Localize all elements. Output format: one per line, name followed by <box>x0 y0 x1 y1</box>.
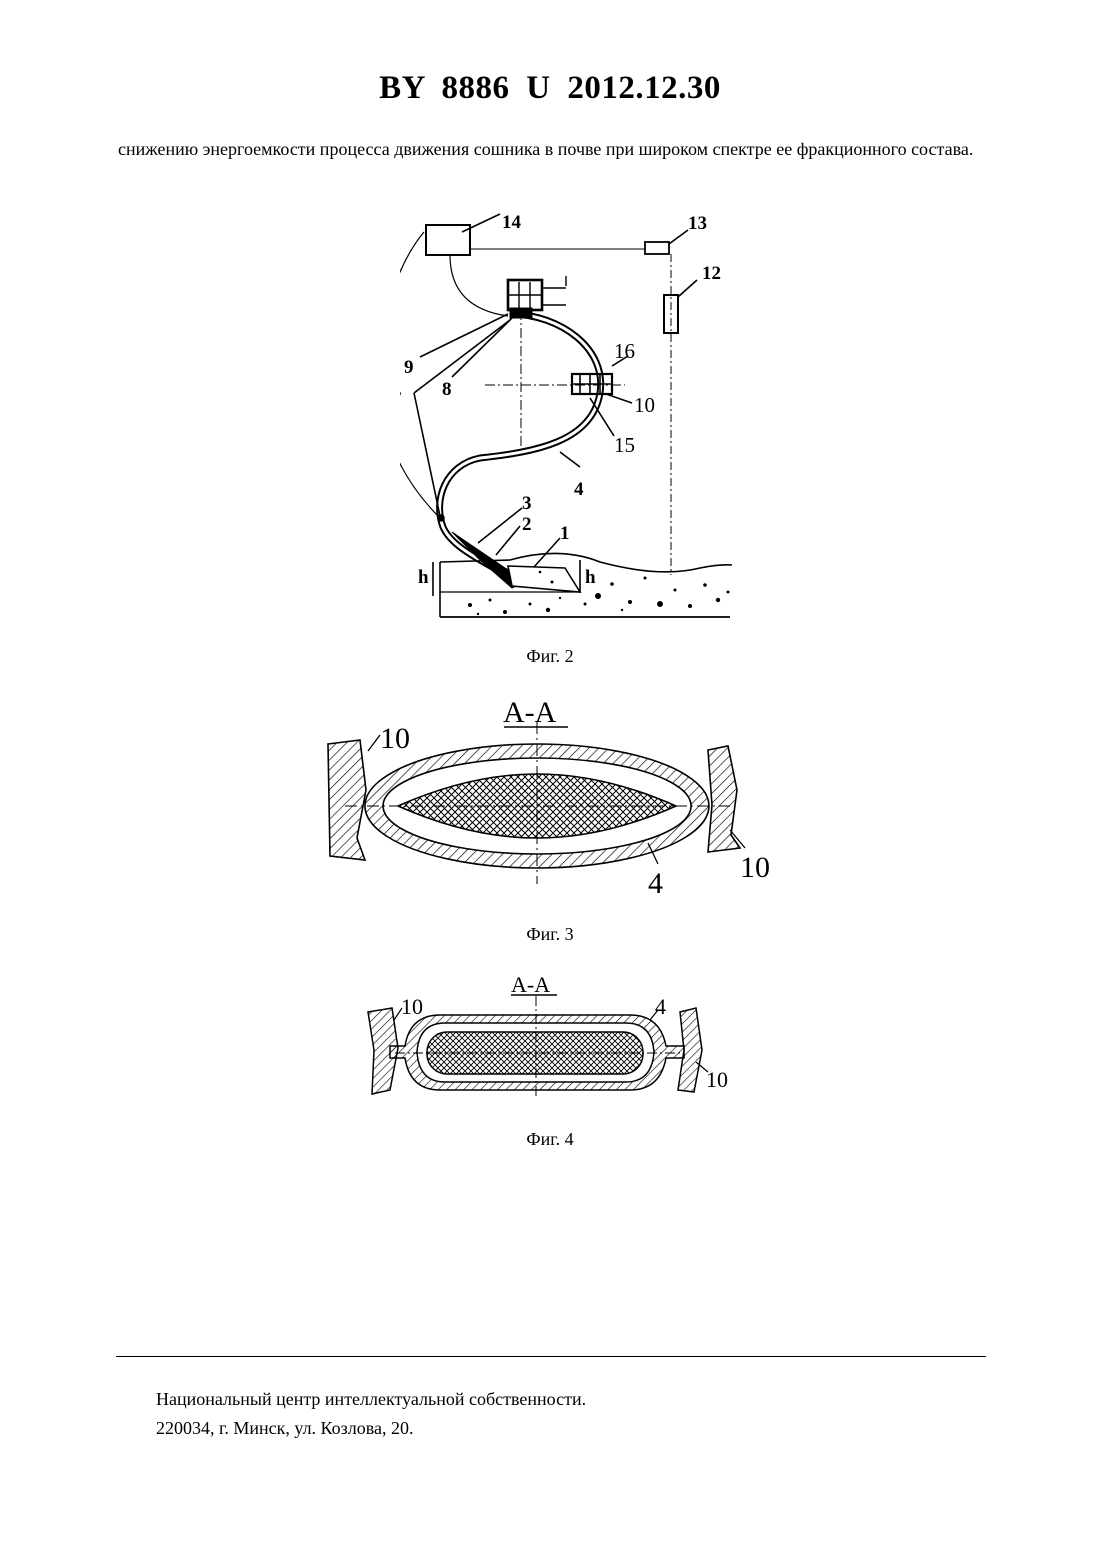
label-4: 4 <box>574 479 584 500</box>
label-8: 8 <box>442 379 452 400</box>
label-10-left: 10 <box>401 994 423 1019</box>
label-10-left: 10 <box>380 722 410 755</box>
label-1: 1 <box>560 523 570 544</box>
label-4: 4 <box>648 867 663 900</box>
footer-address: 220034, г. Минск, ул. Козлова, 20. <box>156 1414 586 1443</box>
section-label-fig3: А-А <box>503 696 557 729</box>
label-15: 15 <box>614 433 635 457</box>
label-10: 10 <box>634 393 655 417</box>
figure-4-caption: Фиг. 4 <box>0 1129 1100 1150</box>
figure-4-drawing: А-А 10 4 10 <box>360 966 750 1106</box>
label-12: 12 <box>702 263 721 284</box>
label-7: 7 <box>400 389 402 410</box>
label-3: 3 <box>522 493 532 514</box>
label-14: 14 <box>502 212 522 233</box>
label-4: 4 <box>655 994 666 1019</box>
label-13: 13 <box>688 213 707 234</box>
label-10-right: 10 <box>740 851 770 884</box>
label-9: 9 <box>404 357 414 378</box>
figure-2-caption: Фиг. 2 <box>0 646 1100 667</box>
footer-divider <box>116 1356 986 1357</box>
footer: Национальный центр интеллектуальной собс… <box>156 1385 586 1443</box>
label-h-right: h <box>585 567 596 588</box>
figure-2-drawing: 14 13 12 9 8 7 4 3 2 1 h h 16 10 15 <box>400 200 750 630</box>
label-16: 16 <box>614 339 635 363</box>
patent-header: BY 8886 U 2012.12.30 <box>0 70 1100 107</box>
label-2: 2 <box>522 514 532 535</box>
footer-organization: Национальный центр интеллектуальной собс… <box>156 1385 586 1414</box>
figure-3-drawing: А-А 10 10 4 <box>320 690 790 900</box>
body-paragraph: снижению энергоемкости процесса движения… <box>118 136 982 163</box>
section-label-fig4: А-А <box>511 972 550 997</box>
label-h-left: h <box>418 567 429 588</box>
figure-3-caption: Фиг. 3 <box>0 924 1100 945</box>
label-10-right: 10 <box>706 1067 728 1092</box>
